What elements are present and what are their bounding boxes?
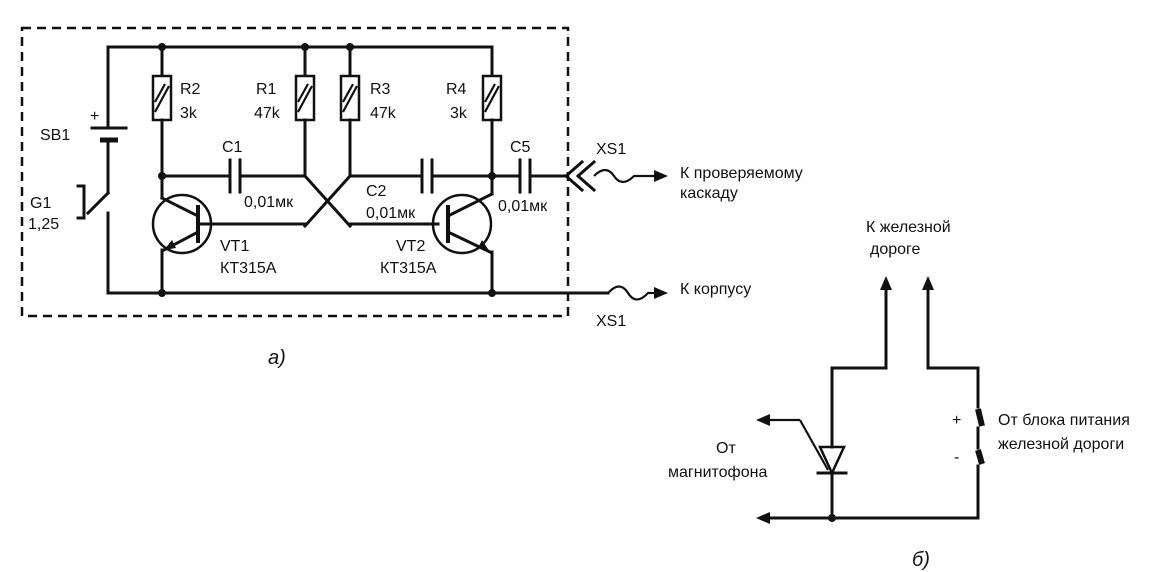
capacitor-c2: C2 0,01мк	[348, 158, 494, 222]
r1-value: 47k	[254, 105, 281, 122]
fig-b-minus: -	[954, 449, 959, 466]
c5-value: 0,01мк	[498, 198, 548, 215]
resistor-r3: R3 47k	[339, 45, 397, 176]
r2-ref: R2	[180, 81, 201, 98]
c2-ref: C2	[366, 183, 387, 200]
r4-ref: R4	[446, 81, 467, 98]
battery-plus-sign: +	[90, 108, 99, 125]
cell-g1-value: 1,25	[28, 216, 59, 233]
connector-xs1-top: XS1 К проверяемому каскаду	[563, 141, 803, 202]
fig-b-right-line1: От блока питания	[998, 412, 1130, 429]
c1-ref: C1	[222, 139, 243, 156]
resistor-r4: R4 3k	[446, 45, 503, 192]
transistor-vt2: VT2 КТ315А	[380, 174, 495, 295]
capacitor-c5: C5 0,01мк	[490, 139, 568, 215]
connector-xs1-bottom: XS1 К корпусу	[596, 281, 751, 330]
fig-b-left-line2: магнитофона	[668, 464, 767, 481]
cell-g1: G1 1,25	[28, 184, 111, 233]
xs1-top-label: XS1	[596, 141, 626, 158]
r3-ref: R3	[370, 81, 391, 98]
r1-ref: R1	[256, 81, 277, 98]
cell-g1-label: G1	[30, 195, 51, 212]
power-source-contacts: + - От блока питания железной дороги	[952, 408, 1130, 466]
output-top-line2: каскаду	[680, 185, 738, 202]
transistor-vt1: VT1 КТ315А	[151, 174, 277, 295]
xs1-bottom-label: XS1	[596, 313, 626, 330]
vt2-type: КТ315А	[380, 260, 437, 277]
r4-value: 3k	[450, 105, 468, 122]
c2-value: 0,01мк	[366, 205, 416, 222]
vt1-ref: VT1	[220, 238, 249, 255]
capacitor-c1: C1 0,01мк	[160, 139, 307, 211]
fig-b-left-line1: От	[716, 440, 736, 457]
resistor-r1: R1 47k	[254, 45, 316, 176]
battery-sb1: SB1 +	[40, 108, 128, 144]
resistor-r2: R2 3k	[151, 45, 201, 176]
fig-b-plus: +	[952, 412, 961, 429]
c5-ref: C5	[510, 139, 531, 156]
fig-b-top-line1: К железной	[866, 219, 951, 236]
output-top-line1: К проверяемому	[680, 165, 803, 182]
c1-value: 0,01мк	[244, 194, 294, 211]
enclosure-dashed	[20, 26, 570, 318]
thyristor	[756, 414, 848, 476]
vt1-type: КТ315А	[220, 260, 277, 277]
r3-value: 47k	[370, 105, 397, 122]
output-bottom-label: К корпусу	[680, 281, 751, 298]
fig-b-right-line2: железной дороги	[998, 436, 1124, 453]
figure-b: К железной дороге + - От блока питания ж…	[668, 219, 1130, 571]
figure-a-caption: а)	[268, 347, 286, 369]
figure-a: SB1 + G1 1,25 R2 3k R1 47	[20, 26, 803, 369]
cross-link-2	[302, 173, 353, 229]
battery-sb1-label: SB1	[40, 127, 70, 144]
figure-b-caption: б)	[912, 549, 930, 571]
r2-value: 3k	[180, 105, 198, 122]
fig-b-top-line2: дороге	[870, 241, 921, 258]
vt2-ref: VT2	[396, 238, 425, 255]
